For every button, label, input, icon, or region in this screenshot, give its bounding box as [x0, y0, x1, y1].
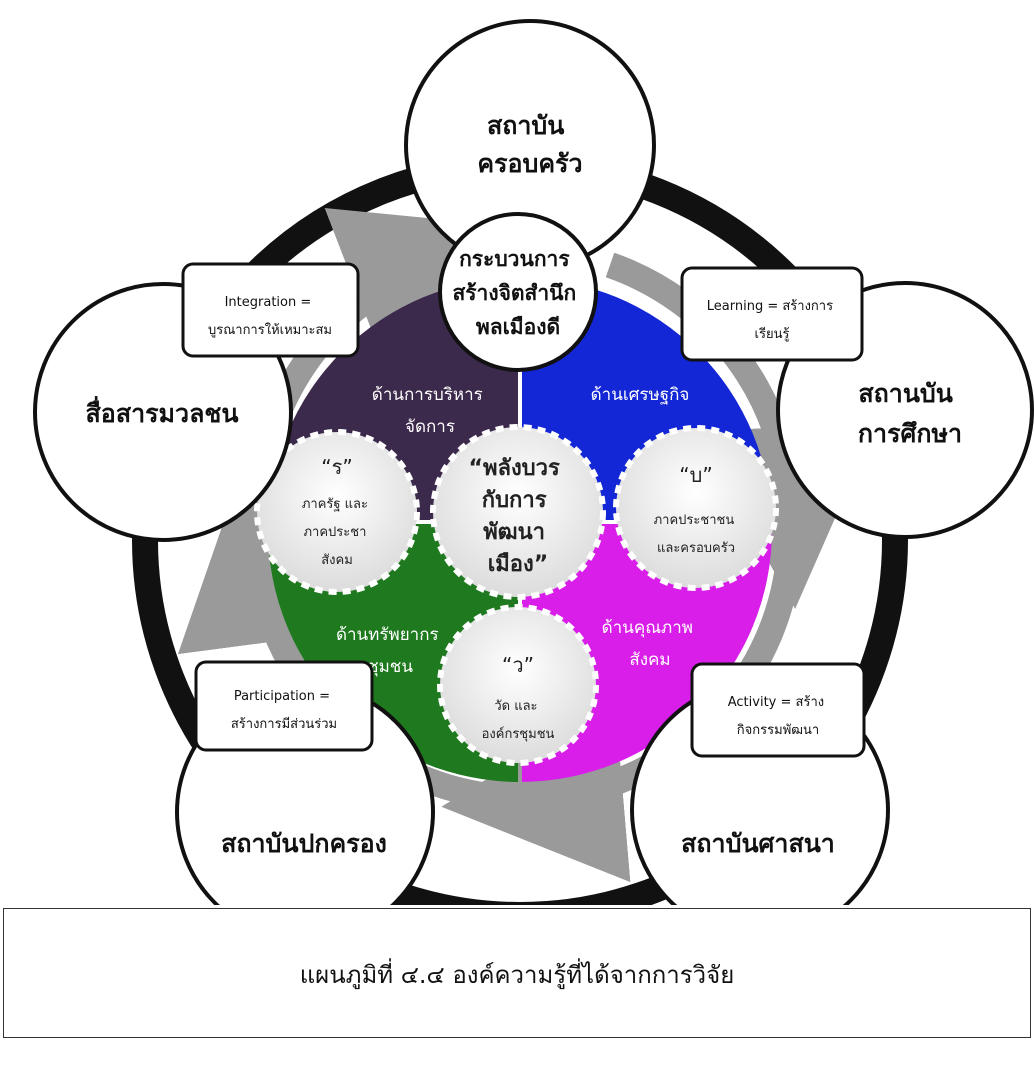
circle-family-label: สถาบัน ครอบครัว: [477, 111, 582, 178]
cog-r: “ร” ภาครัฐ และ ภาคประชา สังคม: [254, 429, 420, 595]
circle-media-label: สื่อสารมวลชน: [86, 396, 239, 428]
quadrant-resources-label: ด้านทรัพยากร ชุมชน: [336, 625, 444, 677]
caption-box: แผนภูมิที่ ๔.๔ องค์ความรู้ที่ได้จากการวิ…: [3, 908, 1031, 1038]
circle-civic-process: กระบวนการ สร้างจิตสำนึก พลเมืองดี: [438, 212, 598, 372]
box-participation: Participation = สร้างการมีส่วนร่วม: [194, 660, 374, 752]
hub-text: “พลังบวร กับการ พัฒนา เมือง”: [469, 456, 568, 577]
quadrant-management-label: ด้านการบริหาร จัดการ: [372, 385, 488, 437]
box-integration: Integration = บูรณาการให้เหมาะสม: [181, 262, 360, 358]
box-activity-text: Activity = สร้าง กิจกรรมพัฒนา: [728, 695, 828, 738]
quadrant-economy-label: ด้านเศรษฐกิจ: [591, 385, 690, 405]
quadrant-social-label: ด้านคุณภาพ สังคม: [602, 618, 699, 670]
cog-hub: “พลังบวร กับการ พัฒนา เมือง”: [430, 424, 606, 600]
box-activity: Activity = สร้าง กิจกรรมพัฒนา: [690, 662, 866, 758]
cog-r-text: ภาครัฐ และ ภาคประชา สังคม: [302, 497, 372, 568]
knowledge-diagram: ด้านการบริหาร จัดการ ด้านเศรษฐกิจ ด้านทร…: [33, 19, 1034, 905]
cog-b-text: ภาคประชาชน และครอบครัว: [654, 513, 739, 556]
cog-b-letter: “บ”: [679, 463, 712, 487]
cog-r-letter: “ร”: [321, 455, 352, 479]
circle-religion-label: สถาบันศาสนา: [681, 829, 835, 858]
figure-caption: แผนภูมิที่ ๔.๔ องค์ความรู้ที่ได้จากการวิ…: [299, 961, 735, 989]
box-learning: Learning = สร้างการ เรียนรู้: [680, 266, 864, 362]
circle-education-label: สถานบัน การศึกษา: [858, 379, 962, 448]
cog-b: “บ” ภาคประชาชน และครอบครัว: [613, 425, 779, 591]
civic-process-label: กระบวนการ สร้างจิตสำนึก พลเมืองดี: [452, 247, 583, 339]
cog-w: “ว” วัด และ องค์กรชุมชน: [437, 604, 599, 766]
circle-governance-label: สถาบันปกครอง: [221, 829, 387, 858]
box-integration-text: Integration = บูรณาการให้เหมาะสม: [208, 295, 332, 338]
box-participation-text: Participation = สร้างการมีส่วนร่วม: [231, 689, 337, 732]
box-learning-text: Learning = สร้างการ เรียนรู้: [707, 299, 837, 342]
cog-w-text: วัด และ องค์กรชุมชน: [482, 699, 555, 742]
cog-w-letter: “ว”: [502, 653, 534, 677]
